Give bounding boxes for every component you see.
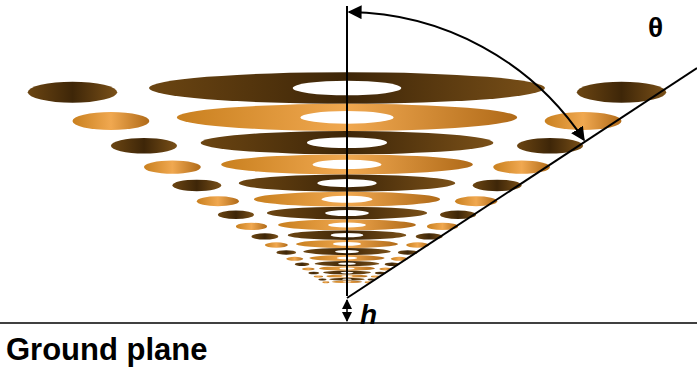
layer-petal <box>545 112 622 130</box>
layer-petal <box>493 160 550 173</box>
layer-petal <box>314 275 323 277</box>
cone-edge <box>347 68 697 298</box>
height-label: h <box>360 301 377 329</box>
plane-label: Ground plane <box>6 334 208 365</box>
layer-petal <box>577 82 666 103</box>
layer-petal <box>302 268 315 271</box>
layer-petal <box>517 138 583 154</box>
ground-plane-line <box>0 322 697 324</box>
layer-petal <box>28 82 117 103</box>
layer-petal <box>197 196 239 206</box>
angle-label: θ <box>648 14 663 42</box>
axis-line <box>346 6 348 296</box>
angle-arc <box>349 12 584 140</box>
layer-petal <box>251 233 278 239</box>
layer-petal <box>286 257 303 261</box>
layer-petal <box>265 242 288 247</box>
layer-petal <box>318 279 326 281</box>
layer-petal <box>144 160 201 173</box>
layer-petal <box>295 263 310 266</box>
layer-petal <box>111 138 177 154</box>
layer-petal <box>473 180 522 191</box>
layer-petal <box>172 180 221 191</box>
layer-petal <box>218 210 254 218</box>
layer-petal <box>72 112 149 130</box>
layer-petal <box>308 272 319 275</box>
height-arrow <box>346 300 348 321</box>
layer-petal <box>322 281 329 283</box>
layer-petal <box>276 250 296 255</box>
layer-petal <box>236 223 267 230</box>
